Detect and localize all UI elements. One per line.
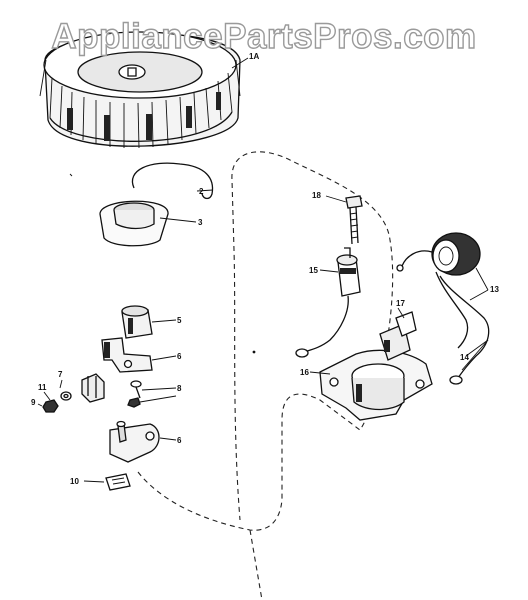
breaker-cam [99, 200, 169, 247]
watermark: AppliancePartsPros.com [51, 17, 476, 56]
wiring-tail [249, 529, 263, 600]
callout-17: 17 [396, 299, 405, 308]
ignition-coil [319, 311, 433, 421]
nut [42, 399, 59, 413]
leader-3 [159, 217, 197, 223]
leader-14b [461, 339, 489, 371]
mounting-screw [345, 195, 363, 245]
spring-clip [131, 162, 214, 200]
leader-7 [59, 379, 63, 389]
leader-10 [83, 480, 105, 483]
breaker-plate [109, 420, 160, 463]
callout-5: 5 [177, 316, 182, 325]
callout-8: 8 [177, 384, 182, 393]
callout-6b: 6 [177, 436, 182, 445]
leader-16 [309, 371, 331, 375]
screw-upper [130, 380, 142, 399]
callout-11: 11 [38, 383, 47, 392]
spark-plug-boot [431, 232, 490, 385]
ignition-condenser [295, 247, 361, 358]
screw-lower [127, 397, 141, 408]
callout-16: 16 [300, 368, 309, 377]
leader-5 [151, 319, 177, 323]
leader-9a [37, 403, 43, 407]
ground-lead [396, 250, 433, 272]
callout-2: 2 [199, 187, 204, 196]
leader-6a [151, 355, 177, 361]
leader-17 [397, 307, 405, 319]
callout-10: 10 [70, 477, 79, 486]
leader-13a [475, 267, 489, 291]
callout-13: 13 [490, 285, 499, 294]
callout-18: 18 [312, 191, 321, 200]
callout-6a: 6 [177, 352, 182, 361]
leader-13b [469, 289, 489, 301]
flywheel [39, 31, 241, 149]
leader-18 [325, 195, 347, 203]
stray-dot [252, 350, 256, 354]
contact-bracket [81, 373, 105, 403]
callout-3: 3 [198, 218, 203, 227]
leader-9b [139, 395, 177, 403]
breaker-arm [101, 337, 153, 373]
callout-7: 7 [58, 370, 63, 379]
leader-14a [465, 339, 489, 357]
washer [60, 391, 72, 401]
callout-1a: 1A [249, 52, 259, 61]
leader-15 [319, 269, 339, 273]
felt-wick [105, 473, 131, 491]
leader-11 [43, 391, 51, 401]
wiring-path [137, 151, 394, 531]
callout-14: 14 [460, 353, 469, 362]
condenser [121, 305, 153, 339]
callout-9a: 9 [31, 398, 36, 407]
stray-mark [69, 173, 73, 177]
callout-15: 15 [309, 266, 318, 275]
leader-2 [196, 189, 214, 192]
leader-8 [141, 387, 177, 391]
leader-1a [231, 57, 249, 69]
leader-6b [159, 437, 177, 441]
